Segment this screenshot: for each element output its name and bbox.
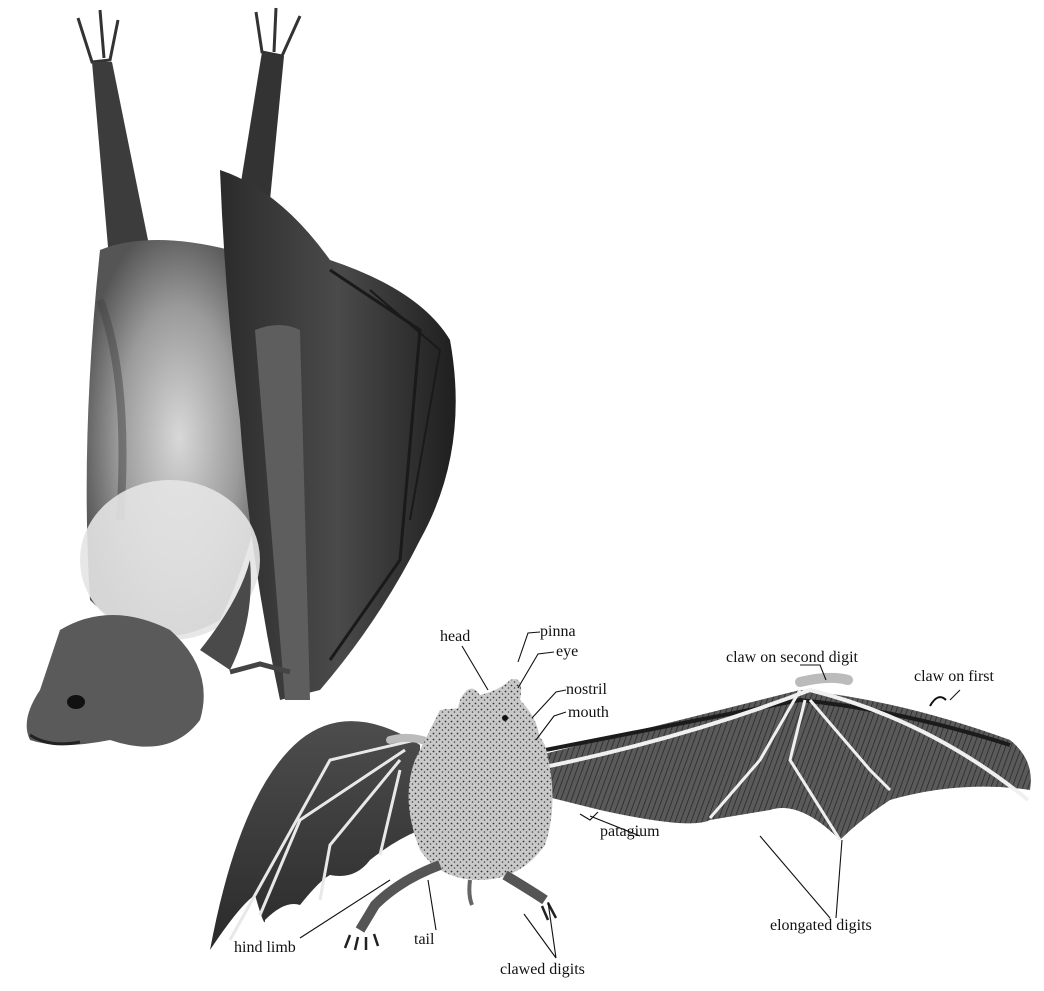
label-pinna: pinna [540,623,576,640]
label-clawed-digits: clawed digits [500,961,585,978]
label-elongated-digits: elongated digits [770,917,872,934]
label-claw-second-digit: claw on second digit [726,649,859,666]
label-patagium: patagium [600,823,660,840]
hanging-bat-illustration [27,8,456,747]
spread-wing-bat-illustration [210,678,1031,950]
label-eye: eye [556,643,578,660]
label-head: head [440,628,470,645]
label-mouth: mouth [568,704,609,721]
hanging-bat-eye [67,695,85,709]
label-tail: tail [414,931,435,948]
label-nostril: nostril [566,681,607,698]
label-claw-first: claw on first [914,668,995,685]
label-hind-limb: hind limb [234,939,296,956]
